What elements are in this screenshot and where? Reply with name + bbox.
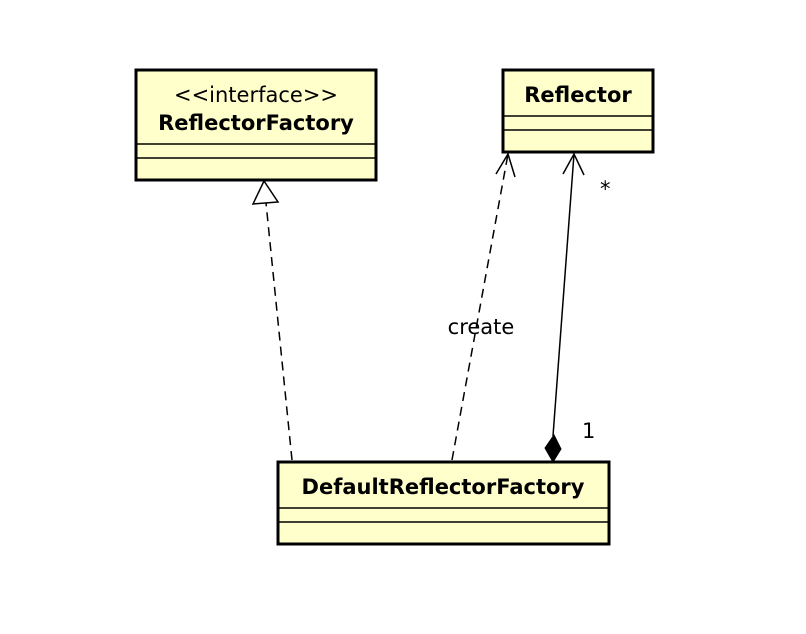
class-name-default-reflector-factory: DefaultReflectorFactory [302,475,585,499]
class-box-default-reflector-factory [276,460,611,546]
dependency-label: create [448,315,515,339]
class-box-reflector [501,68,655,154]
owner-multiplicity: 1 [582,419,595,443]
class-default-reflector-factory[interactable]: DefaultReflectorFactory [276,460,611,546]
class-reflector-factory[interactable]: <<interface>> ReflectorFactory [134,68,378,182]
open-arrowhead [495,152,516,178]
dependency-line [451,153,509,461]
class-box-reflector-factory [134,68,378,182]
filled-diamond [544,434,562,463]
class-name-reflector: Reflector [524,83,632,107]
hollow-triangle-arrowhead [251,179,280,205]
class-name-reflector-factory: ReflectorFactory [158,111,354,135]
realization-line [265,202,293,461]
class-stereotype: <<interface>> [174,83,338,107]
composition-line [552,153,575,437]
class-reflector[interactable]: Reflector [501,68,655,154]
open-arrowhead [562,152,585,176]
realization-edge[interactable] [251,179,293,461]
dependency-edge[interactable]: create [448,152,516,461]
composition-edge[interactable]: * 1 [544,152,611,463]
part-multiplicity: * [600,177,611,201]
